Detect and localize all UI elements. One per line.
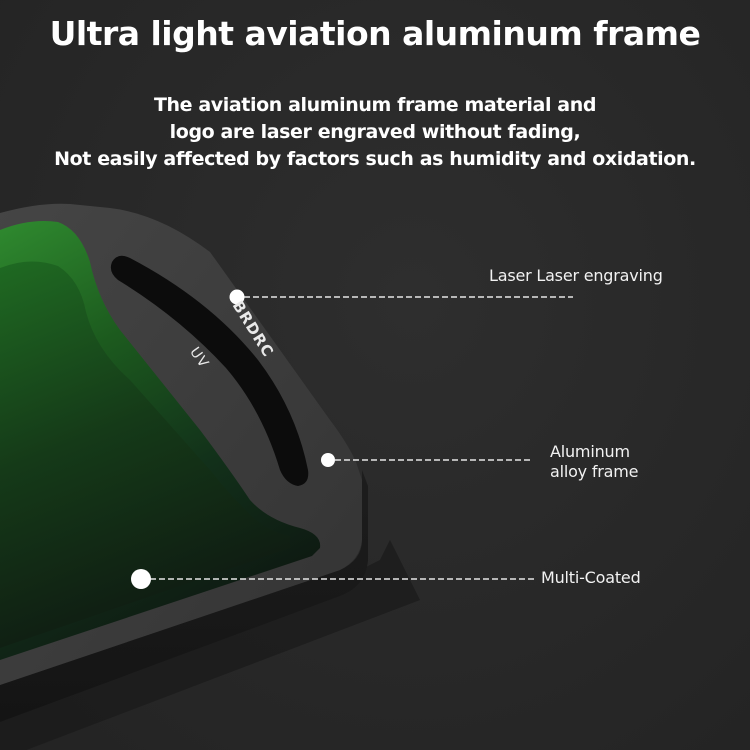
callout-dot-coated <box>131 569 151 589</box>
description-line-3: Not easily affected by factors such as h… <box>54 148 696 170</box>
page-title: Ultra light aviation aluminum frame <box>49 14 701 53</box>
callout-label-aluminum-alloy: Aluminum alloy frame <box>550 442 638 482</box>
frame-edge <box>0 470 368 722</box>
callout-label-multi-coated: Multi-Coated <box>541 568 641 587</box>
description-line-1: The aviation aluminum frame material and <box>153 94 597 116</box>
callout-label-alloy-line-2: alloy frame <box>550 462 639 481</box>
callout-label-alloy-line-1: Aluminum <box>550 442 630 461</box>
description-line-2: logo are laser engraved without fading, <box>169 121 581 143</box>
filter-glass-inner <box>0 261 290 648</box>
frame-slot-cutout <box>110 255 309 486</box>
callout-label-laser-engraving: Laser Laser engraving <box>489 266 663 285</box>
callout-dot-laser <box>229 289 245 305</box>
feature-description: The aviation aluminum frame material and… <box>0 92 750 173</box>
callout-dot-alloy <box>321 453 335 467</box>
